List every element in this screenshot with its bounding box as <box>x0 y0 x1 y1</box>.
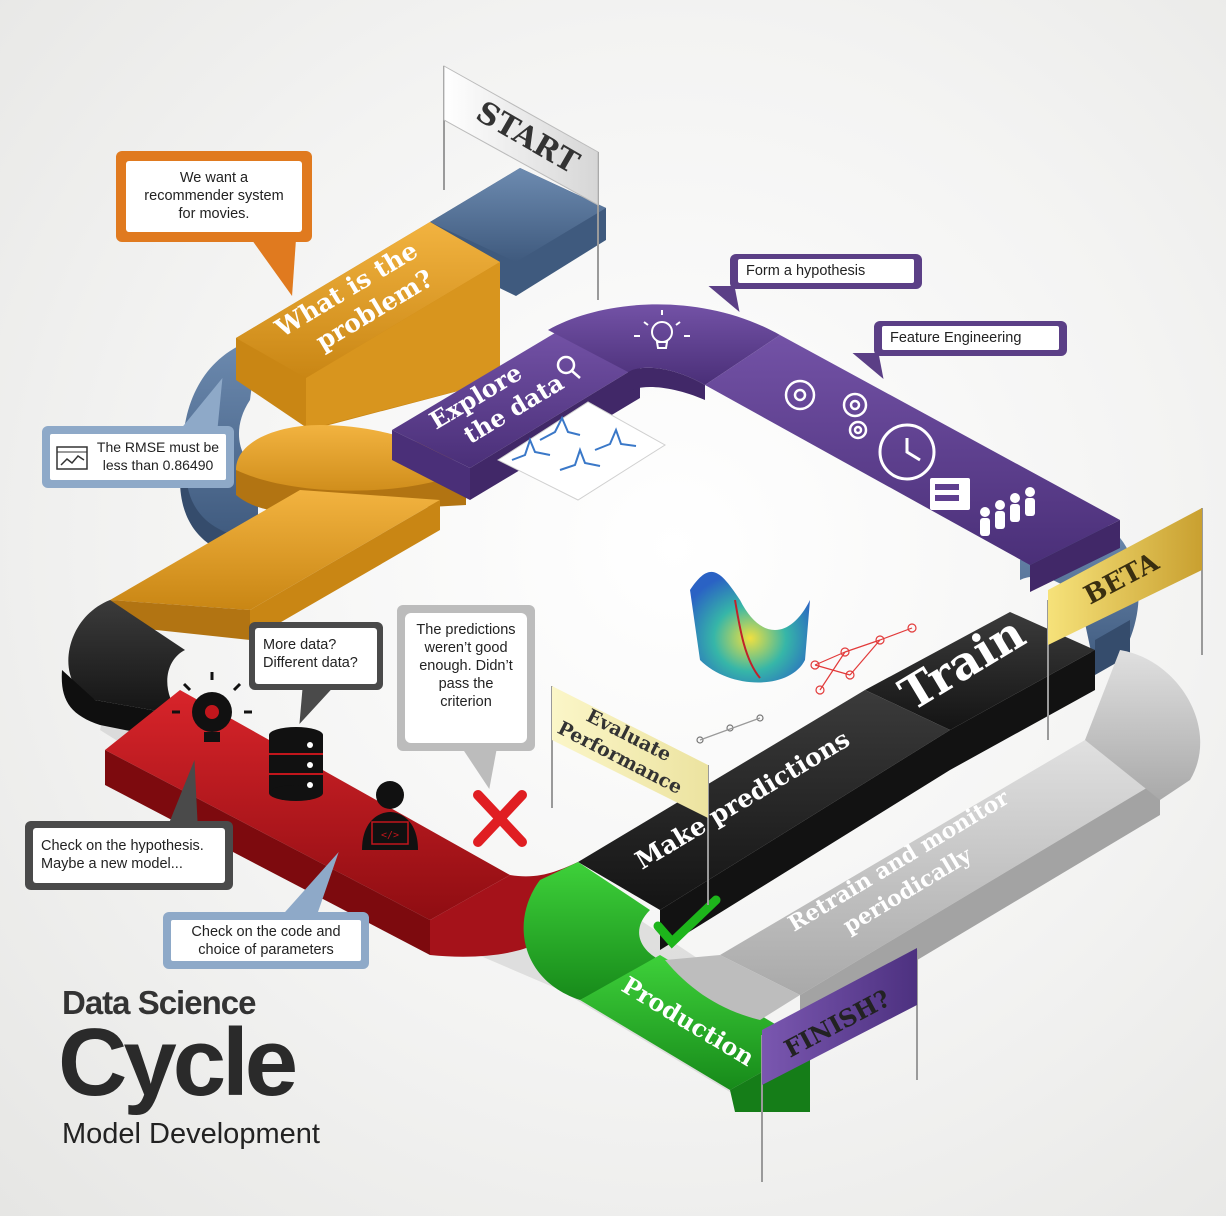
title-cycle: Cycle <box>58 1009 298 1116</box>
x-mark-icon <box>473 790 527 847</box>
callout-check-code: Check on the code and choice of paramete… <box>163 912 369 969</box>
coder-icon: </> <box>362 781 418 850</box>
callout-more-data: More data? Different data? <box>249 622 383 690</box>
title-model-development: Model Development <box>62 1118 320 1150</box>
segment-black-predictions <box>578 690 950 950</box>
lightbulb-icon <box>634 310 690 349</box>
magnifier-icon <box>556 355 581 379</box>
loss-surface-icon <box>690 571 810 683</box>
database-icon <box>269 727 323 801</box>
callout-predictions-bad: The predictions weren’t good enough. Did… <box>397 605 535 751</box>
segment-purple-feature <box>705 335 1120 592</box>
callout-feature: Feature Engineering <box>874 321 1067 356</box>
neural-network-icon <box>696 623 917 744</box>
segment-orange-problem <box>236 222 500 430</box>
callout-recommender: We want a recommender system for movies. <box>116 151 312 242</box>
chart-line-icon <box>56 446 88 470</box>
callout-rmse: The RMSE must be less than 0.86490 <box>42 426 234 488</box>
segment-purple-arc <box>548 304 780 400</box>
clock-icon <box>878 423 936 481</box>
gear-icon <box>784 379 868 440</box>
people-icon <box>980 487 1035 536</box>
chart-icon <box>496 401 666 501</box>
checkmark-icon <box>653 895 721 949</box>
segment-orange-lower <box>110 490 440 640</box>
svg-text:</>: </> <box>381 830 399 841</box>
callout-check-hypothesis: Check on the hypothesis. Maybe a new mod… <box>25 821 233 890</box>
segment-black-train <box>865 612 1095 770</box>
lightbulb-gear-icon <box>172 672 252 742</box>
clapperboard-icon <box>930 478 970 510</box>
callout-hypothesis: Form a hypothesis <box>730 254 922 289</box>
title-data-science: Data Science <box>62 984 256 1021</box>
